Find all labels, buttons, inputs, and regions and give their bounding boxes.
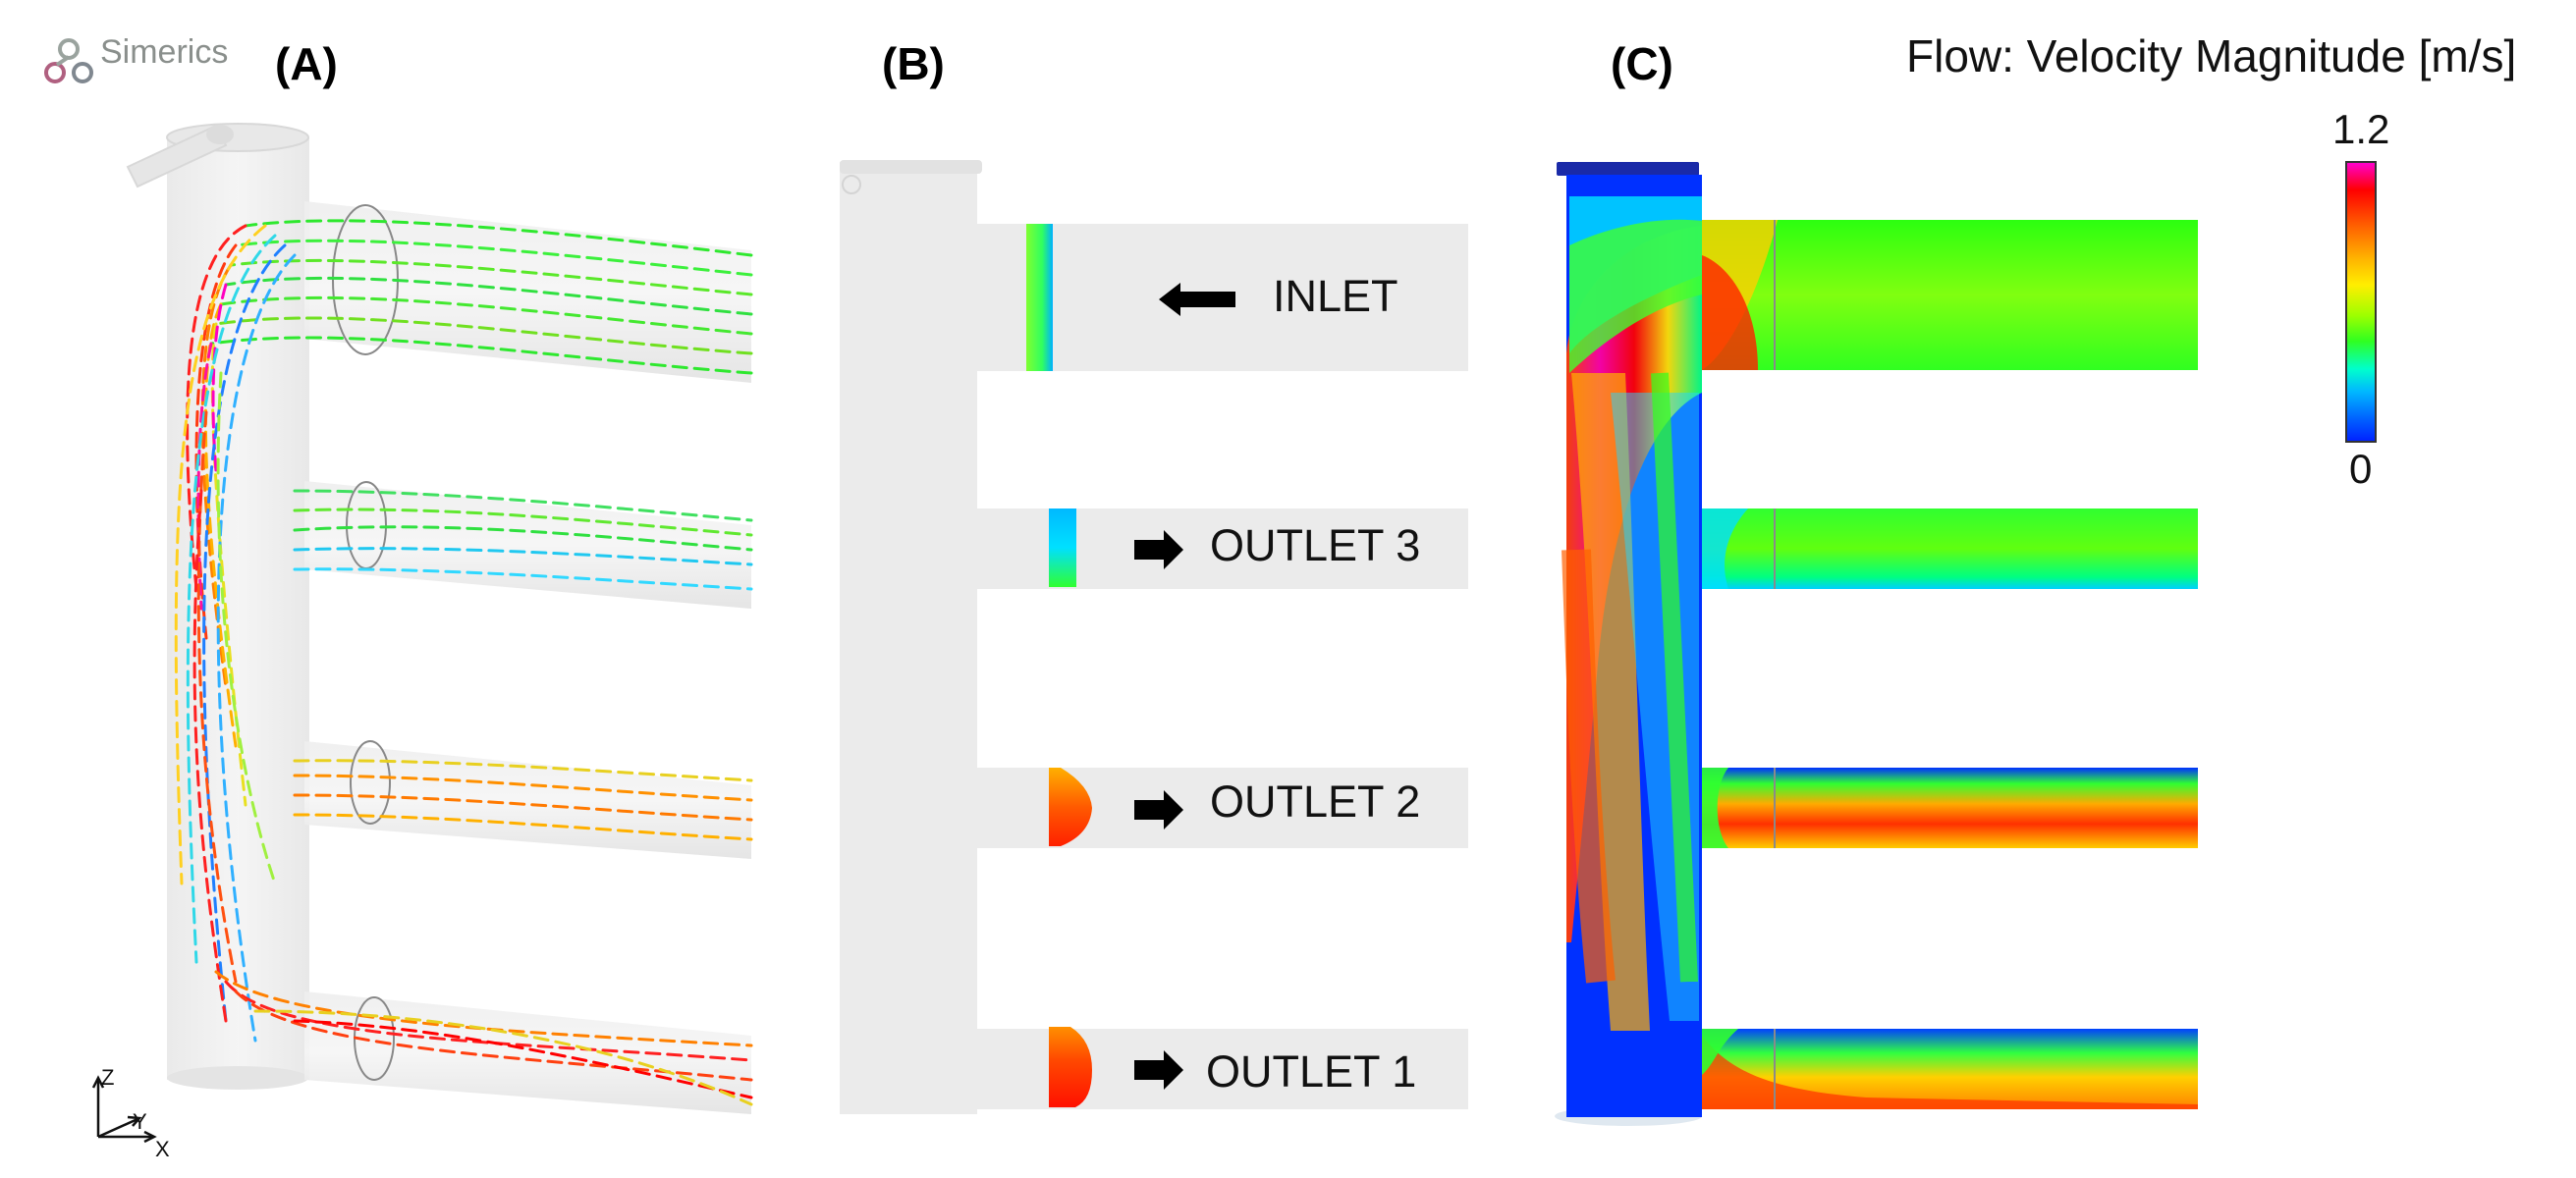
axis-triad (91, 1075, 157, 1144)
axis-x-label: X (155, 1137, 170, 1161)
outlet2-label: OUTLET 2 (1210, 776, 1421, 827)
panel-c-contour (1555, 162, 2198, 1126)
panel-b-geometry (840, 160, 1468, 1114)
axis-y-label: Y (133, 1109, 147, 1134)
panel-label-a: (A) (275, 38, 338, 89)
inlet-arrow-icon (1159, 283, 1235, 316)
panel-a-geometry (126, 123, 753, 1114)
axis-z-label: Z (101, 1065, 114, 1090)
outlet3-label: OUTLET 3 (1210, 520, 1421, 570)
legend-title: Flow: Velocity Magnitude [m/s] (1906, 30, 2517, 81)
legend-colorbar (2345, 161, 2377, 443)
inlet-label: INLET (1273, 271, 1398, 321)
logo-text: Simerics (100, 33, 229, 71)
simerics-logo-icon (44, 38, 93, 83)
panel-label-b: (B) (882, 38, 945, 89)
outlet1-label: OUTLET 1 (1206, 1046, 1417, 1097)
outlet2-arrow-icon (1134, 790, 1183, 830)
outlet3-arrow-icon (1134, 530, 1183, 569)
legend-min-label: 0 (2349, 446, 2373, 492)
panel-label-c: (C) (1611, 38, 1673, 89)
outlet1-arrow-icon (1134, 1050, 1183, 1090)
legend-max-label: 1.2 (2332, 106, 2390, 152)
